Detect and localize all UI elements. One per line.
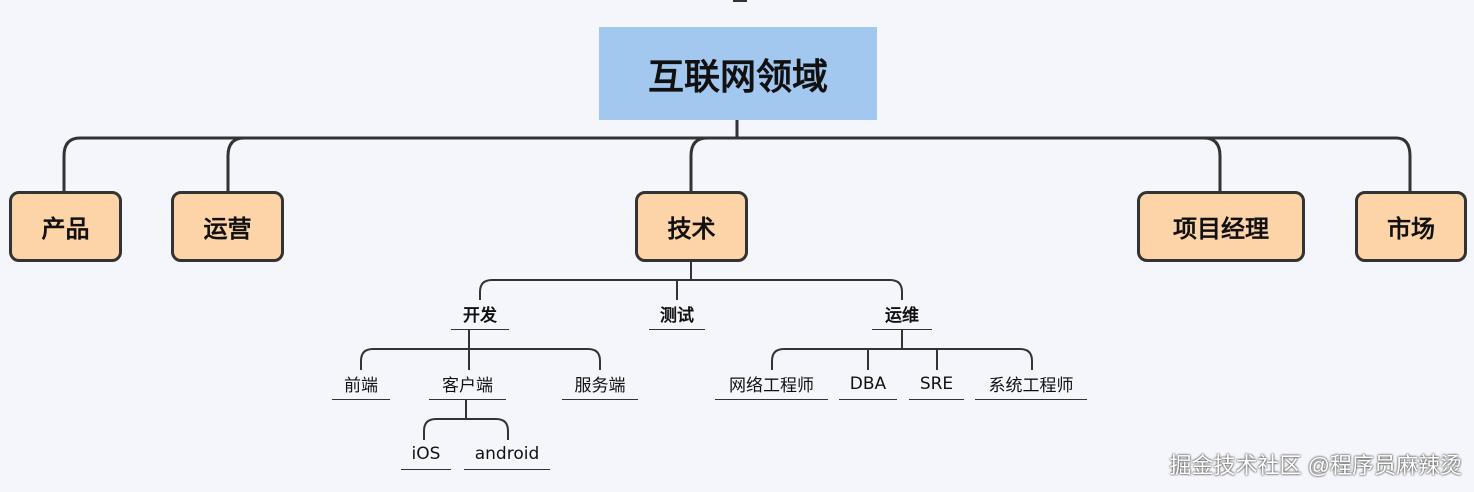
watermark: 掘金技术社区 @程序员麻辣烫 [1169,453,1462,478]
node-system-engineer: 系统工程师 [975,368,1087,400]
node-operations: 运营 [171,191,284,262]
node-frontend: 前端 [332,368,390,400]
ops-bus [771,348,1033,362]
node-ios: iOS [401,438,451,470]
link-operations [226,136,245,192]
node-sre: SRE [909,368,964,400]
node-tech: 技术 [635,191,748,262]
root-node: 互联网领域 [599,27,877,120]
node-server: 服务端 [562,368,638,400]
dev-bus [360,348,601,362]
node-android: android [464,438,550,470]
node-pm: 项目经理 [1137,191,1305,262]
node-market: 市场 [1355,191,1467,262]
node-test: 测试 [649,298,705,330]
link-pm [1203,136,1222,192]
node-product: 产品 [9,191,122,262]
client-bus [423,418,509,432]
node-network-engineer: 网络工程师 [715,368,828,400]
node-client: 客户端 [429,368,506,400]
node-dev: 开发 [451,298,509,330]
top-edge-mark [733,0,747,2]
node-ops: 运维 [872,298,932,330]
link-tech [689,136,708,192]
tech-bus [479,279,903,293]
node-dba: DBA [839,368,897,400]
root-bus [62,136,1412,157]
